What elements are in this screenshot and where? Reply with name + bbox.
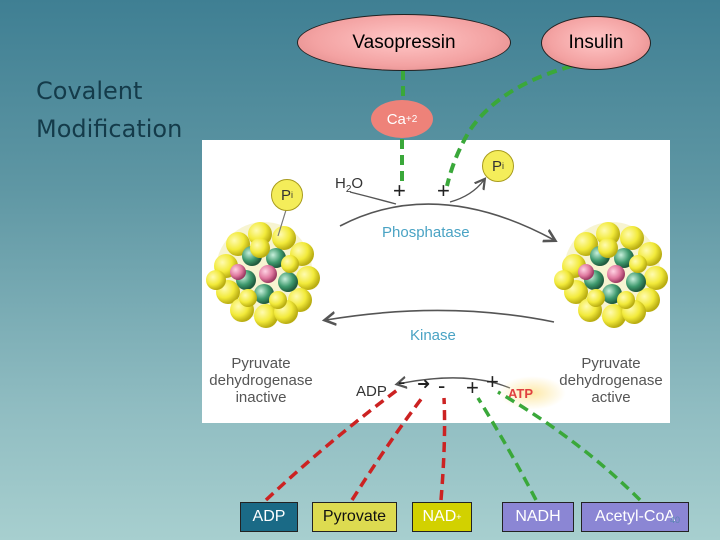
adp-minus-sign: - (398, 369, 406, 394)
atp-substrate-label: ATP (508, 386, 534, 401)
inactive-enzyme-label: Pyruvate dehydrogenase inactive (209, 355, 313, 406)
vasopressin-label: Vasopressin (352, 31, 456, 53)
acetylcoa-plus-sign: + (486, 369, 499, 394)
nad-minus-sign: - (438, 373, 446, 398)
title-line-1: Covalent (36, 77, 143, 105)
acetylcoa-activation-line (497, 390, 642, 502)
atp-highlight (498, 376, 566, 410)
nad-inhibition-line (439, 397, 447, 501)
adp-substrate-label: ADP (356, 383, 387, 400)
pyruvate-minus-sign: ➜ (417, 376, 431, 393)
enzyme-cycle-art (206, 140, 668, 423)
kinase-arrow (326, 309, 555, 322)
kinase-label: Kinase (410, 327, 456, 344)
pdh-complex-inactive (206, 222, 320, 328)
nadh-plus-sign: + (466, 375, 479, 400)
insulin-to-phosphatase-line (445, 64, 573, 187)
adp-regulator-box: ADP (240, 502, 298, 532)
h2o-branch-arrow (349, 191, 397, 205)
phosphatase-arrow (339, 203, 554, 240)
calcium-ion-oval: Ca+2 (371, 100, 433, 138)
pyruvate-inhibition-line (350, 396, 424, 501)
pi-release-arrow (449, 180, 484, 203)
pyruvate-regulator-box: Pyrovate (312, 502, 397, 532)
pi-attachment-line (277, 209, 287, 237)
acetylcoa-regulator-box: Acetyl-CoA (581, 502, 689, 532)
active-enzyme-label: Pyruvate dehydrogenase active (559, 355, 663, 406)
phosphatase-label: Phosphatase (382, 224, 470, 241)
nadh-regulator-box: NADH (502, 502, 574, 532)
adp-inhibition-line (264, 386, 402, 502)
slide-title: Covalent Modification (36, 72, 182, 148)
insulin-plus-sign: + (437, 178, 450, 203)
calcium-plus-sign: + (393, 178, 406, 203)
nad-regulator-box: NAD+ (412, 502, 472, 532)
insulin-label: Insulin (568, 32, 624, 53)
pdh-complex-active (554, 222, 668, 328)
adp-atp-branch-arrow (398, 378, 511, 388)
vasopressin-oval: Vasopressin (297, 14, 511, 71)
insulin-oval: Insulin (541, 16, 651, 70)
nadh-activation-line (476, 397, 538, 501)
water-label: H2O (335, 175, 364, 195)
slide-number: 40 (670, 515, 681, 525)
title-line-2: Modification (36, 115, 183, 143)
